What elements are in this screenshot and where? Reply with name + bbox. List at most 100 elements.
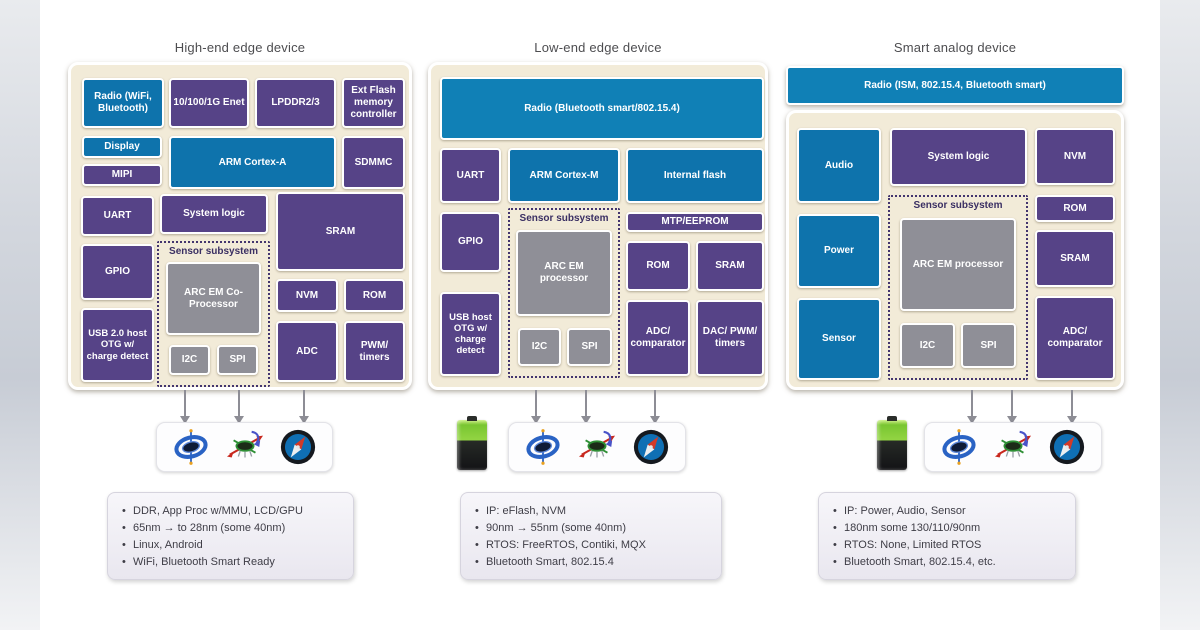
block-system-logic: System logic xyxy=(890,128,1027,186)
gyroscope-icon xyxy=(942,429,976,465)
right-gradient-strip xyxy=(1160,0,1200,630)
block-adc-comparator: ADC/ comparator xyxy=(626,300,690,376)
notes-list: IP: eFlash, NVM 90nm → 55nm (some 40nm) … xyxy=(475,503,713,571)
note-item: Bluetooth Smart, 802.15.4 xyxy=(475,554,713,571)
block-arc-em: ARC EM Co-Processor xyxy=(166,262,261,335)
block-adc-comparator: ADC/ comparator xyxy=(1035,296,1115,380)
device-title-high-end: High-end edge device xyxy=(174,40,306,55)
down-arrow xyxy=(180,390,190,424)
block-radio: Radio (WiFi, Bluetooth) xyxy=(82,78,164,128)
block-gpio: GPIO xyxy=(440,212,501,272)
block-arm-cortex-a: ARM Cortex-A xyxy=(169,136,336,189)
block-rom: ROM xyxy=(1035,195,1115,222)
block-rom: ROM xyxy=(344,279,405,312)
gyroscope-icon xyxy=(526,429,560,465)
note-item: IP: Power, Audio, Sensor xyxy=(833,503,1067,520)
note-item: Linux, Android xyxy=(122,537,345,554)
sensor-icon-tray xyxy=(156,422,333,472)
sensor-subsystem-label: Sensor subsystem xyxy=(169,246,258,257)
block-sram: SRAM xyxy=(1035,230,1115,287)
notes-list: IP: Power, Audio, Sensor 180nm some 130/… xyxy=(833,503,1067,571)
sensor-subsystem-box: Sensor subsystem ARC EM processor I2C SP… xyxy=(888,195,1028,380)
battery-icon xyxy=(877,416,907,470)
block-i2c: I2C xyxy=(169,345,210,375)
note-item: DDR, App Proc w/MMU, LCD/GPU xyxy=(122,503,345,520)
block-nvm: NVM xyxy=(276,279,338,312)
block-spi: SPI xyxy=(217,345,258,375)
device-title-smart-analog: Smart analog device xyxy=(893,40,1017,55)
block-arc-em: ARC EM processor xyxy=(516,230,612,316)
block-usb: USB host OTG w/ charge detect xyxy=(440,292,501,376)
block-nvm: NVM xyxy=(1035,128,1115,185)
low-end-device-panel: Radio (Bluetooth smart/802.15.4) UART AR… xyxy=(428,62,768,390)
note-item: 90nm → 55nm (some 40nm) xyxy=(475,520,713,537)
gyroscope-icon xyxy=(174,429,208,465)
smart-analog-device-panel: Audio Power Sensor System logic NVM ROM … xyxy=(786,110,1124,390)
block-internal-flash: Internal flash xyxy=(626,148,764,203)
down-arrow xyxy=(1067,390,1077,424)
sensor-icon-tray xyxy=(924,422,1102,472)
down-arrow xyxy=(299,390,309,424)
notes-list: DDR, App Proc w/MMU, LCD/GPU 65nm → to 2… xyxy=(122,503,345,571)
block-power: Power xyxy=(797,214,881,288)
battery-icon xyxy=(457,416,487,470)
block-sram: SRAM xyxy=(696,241,764,291)
block-arm-cortex-m: ARM Cortex-M xyxy=(508,148,620,203)
note-item: WiFi, Bluetooth Smart Ready xyxy=(122,554,345,571)
down-arrow xyxy=(650,390,660,424)
block-system-logic: System logic xyxy=(160,194,268,234)
compass-icon xyxy=(280,429,316,465)
compass-icon xyxy=(1049,429,1085,465)
block-display: Display xyxy=(82,136,162,158)
high-end-notes-panel: DDR, App Proc w/MMU, LCD/GPU 65nm → to 2… xyxy=(107,492,354,580)
sensor-icon-tray xyxy=(508,422,686,472)
block-uart: UART xyxy=(81,196,154,236)
block-sdmmc: SDMMC xyxy=(342,136,405,189)
block-pwm-timers: PWM/ timers xyxy=(344,321,405,382)
block-gpio: GPIO xyxy=(81,244,154,300)
block-mipi: MIPI xyxy=(82,164,162,186)
down-arrow xyxy=(531,390,541,424)
note-item: 180nm some 130/110/90nm xyxy=(833,520,1067,537)
block-lpddr: LPDDR2/3 xyxy=(255,78,336,128)
sensor-subsystem-box: Sensor subsystem ARC EM processor I2C SP… xyxy=(508,208,620,378)
block-spi: SPI xyxy=(567,328,612,366)
down-arrow xyxy=(234,390,244,424)
accelerometer-icon xyxy=(578,430,616,458)
compass-icon xyxy=(633,429,669,465)
high-end-device-panel: Radio (WiFi, Bluetooth) 10/100/1G Enet L… xyxy=(68,62,412,390)
block-adc: ADC xyxy=(276,321,338,382)
block-mtp-eeprom: MTP/EEPROM xyxy=(626,212,764,232)
note-item: Bluetooth Smart, 802.15.4, etc. xyxy=(833,554,1067,571)
block-arc-em: ARC EM processor xyxy=(900,218,1016,311)
left-gradient-strip xyxy=(0,0,40,630)
note-item: RTOS: None, Limited RTOS xyxy=(833,537,1067,554)
accelerometer-icon xyxy=(994,430,1032,458)
block-i2c: I2C xyxy=(518,328,561,366)
block-dac-pwm-timers: DAC/ PWM/ timers xyxy=(696,300,764,376)
block-usb: USB 2.0 host OTG w/ charge detect xyxy=(81,308,154,382)
sensor-subsystem-label: Sensor subsystem xyxy=(519,213,609,224)
block-sensor: Sensor xyxy=(797,298,881,380)
block-i2c: I2C xyxy=(900,323,955,368)
block-sram: SRAM xyxy=(276,192,405,271)
down-arrow xyxy=(967,390,977,424)
block-rom: ROM xyxy=(626,241,690,291)
down-arrow xyxy=(1007,390,1017,424)
note-item: RTOS: FreeRTOS, Contiki, MQX xyxy=(475,537,713,554)
sensor-subsystem-box: Sensor subsystem ARC EM Co-Processor I2C… xyxy=(157,241,270,387)
smart-analog-notes-panel: IP: Power, Audio, Sensor 180nm some 130/… xyxy=(818,492,1076,580)
note-item: 65nm → to 28nm (some 40nm) xyxy=(122,520,345,537)
device-title-low-end: Low-end edge device xyxy=(534,40,662,55)
accelerometer-icon xyxy=(226,430,263,458)
block-radio: Radio (Bluetooth smart/802.15.4) xyxy=(440,77,764,140)
low-end-notes-panel: IP: eFlash, NVM 90nm → 55nm (some 40nm) … xyxy=(460,492,722,580)
block-spi: SPI xyxy=(961,323,1016,368)
block-audio: Audio xyxy=(797,128,881,203)
block-radio: Radio (ISM, 802.15.4, Bluetooth smart) xyxy=(786,66,1124,105)
down-arrow xyxy=(581,390,591,424)
sensor-subsystem-label: Sensor subsystem xyxy=(913,200,1003,211)
note-item: IP: eFlash, NVM xyxy=(475,503,713,520)
block-ext-flash: Ext Flash memory controller xyxy=(342,78,405,128)
